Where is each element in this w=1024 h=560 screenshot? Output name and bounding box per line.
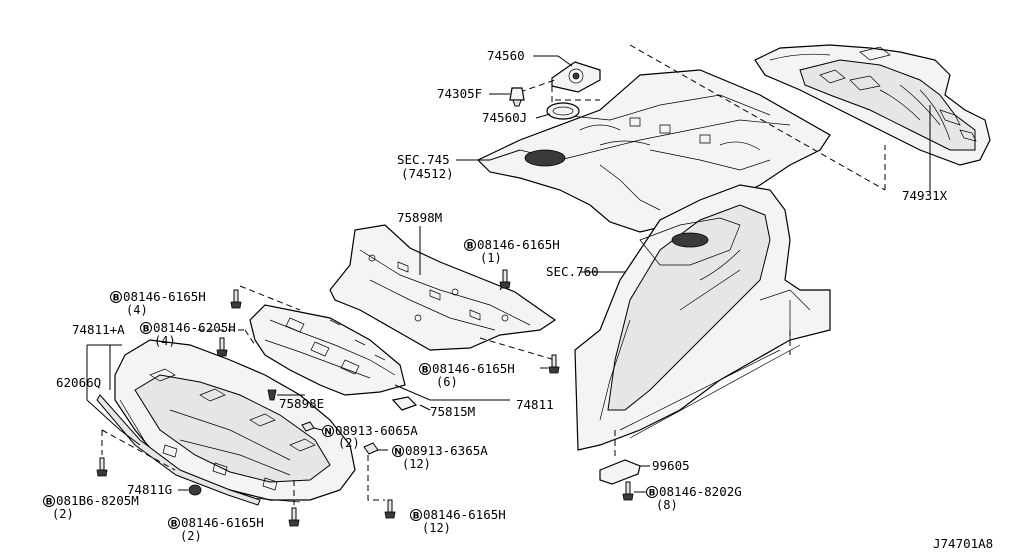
part-74560 xyxy=(551,61,601,93)
marker-b: B xyxy=(143,325,150,335)
part-75815M xyxy=(391,396,418,411)
marker-n: N xyxy=(394,448,402,458)
bolt-08146-8202G xyxy=(622,481,634,501)
qty-08146-6165H-a: (1) xyxy=(480,251,502,265)
label-08146-6165H-b: 08146-6165H xyxy=(123,289,206,304)
qty-08913-6065A: (2) xyxy=(338,436,360,450)
label-sec745: SEC.745 xyxy=(397,152,450,167)
bolt-08146-6165H-a xyxy=(499,269,511,289)
label-08913-6365A: 08913-6365A xyxy=(405,443,488,458)
label-08146-6165H-c: 08146-6165H xyxy=(432,361,515,376)
marker-b: B xyxy=(413,512,420,522)
part-62066Q xyxy=(96,394,261,506)
bolt-081B6-8205M xyxy=(96,457,108,477)
label-75815M: 75815M xyxy=(430,404,475,419)
bolt-marker-icon xyxy=(110,291,122,303)
part-74305F xyxy=(509,87,525,107)
qty-08146-6205H: (4) xyxy=(154,334,176,348)
part-75898E xyxy=(267,389,277,401)
marker-b: B xyxy=(46,498,53,508)
marker-b: B xyxy=(649,489,656,499)
nut-08913-6365A xyxy=(363,442,379,455)
label-08146-6165H-a: 08146-6165H xyxy=(477,237,560,252)
leader-dash xyxy=(367,455,385,501)
qty-081B6-8205M: (2) xyxy=(52,507,74,521)
leader-dash xyxy=(519,79,556,93)
bolt-marker-icon xyxy=(140,322,152,334)
bolt-08146-6165H-d xyxy=(288,507,300,527)
rear-side-body xyxy=(574,184,831,451)
bolt-marker-icon xyxy=(168,517,180,529)
qty-08146-6165H-d: (2) xyxy=(180,529,202,543)
bolt-marker-icon xyxy=(464,239,476,251)
label-08913-6065A: 08913-6065A xyxy=(335,423,418,438)
label-62066Q: 62066Q xyxy=(56,375,101,390)
label-74305F: 74305F xyxy=(437,86,482,101)
bolt-08146-6165H-e xyxy=(384,499,396,519)
qty-08146-6165H-e: (12) xyxy=(422,521,451,535)
bolt-08146-6165H-c xyxy=(548,354,560,374)
leader-dash xyxy=(101,429,176,471)
label-sec760: SEC.760 xyxy=(546,264,599,279)
diagram-code: J74701A8 xyxy=(933,536,993,551)
label-75898E: 75898E xyxy=(279,396,324,411)
bolt-marker-icon xyxy=(43,495,55,507)
leader-74811 xyxy=(394,384,510,401)
bolt-08146-6205H xyxy=(216,337,228,357)
leader-74560J xyxy=(535,113,551,119)
marker-b: B xyxy=(467,242,474,252)
label-74931X: 74931X xyxy=(902,188,948,203)
nut-marker-icon xyxy=(322,425,334,437)
labels: 74560 74305F 74560J SEC.745 (74512) 7493… xyxy=(43,48,993,551)
label-08146-6165H-e: 08146-6165H xyxy=(423,507,506,522)
label-74560: 74560 xyxy=(487,48,525,63)
part-75898M xyxy=(329,224,557,351)
qty-08146-6165H-c: (6) xyxy=(436,375,458,389)
label-74811: 74811 xyxy=(516,397,554,412)
leader-sec745 xyxy=(456,149,521,161)
label-99605: 99605 xyxy=(652,458,690,473)
leader-08913-6065A xyxy=(313,427,323,431)
label-08146-6205H: 08146-6205H xyxy=(153,320,236,335)
label-081B6-8205M: 081B6-8205M xyxy=(56,493,139,508)
leader-dash xyxy=(629,44,886,191)
marker-b: B xyxy=(422,366,429,376)
leader-dash xyxy=(479,337,556,361)
trunk-floor-assembly xyxy=(754,44,991,166)
qty-08146-6165H-b: (4) xyxy=(126,303,148,317)
leader-74560 xyxy=(533,55,573,67)
qty-08913-6365A: (12) xyxy=(402,457,431,471)
bolt-marker-icon xyxy=(646,486,658,498)
leader-62066Q xyxy=(86,399,141,446)
label-08146-8202G: 08146-8202G xyxy=(659,484,742,499)
nut-marker-icon xyxy=(392,445,404,457)
label-75898M: 75898M xyxy=(397,210,442,225)
part-74811-A xyxy=(114,339,356,503)
part-74811 xyxy=(249,304,406,396)
label-sec745-sub: (74512) xyxy=(401,166,454,181)
leader-dash xyxy=(244,329,256,346)
marker-n: N xyxy=(324,428,332,438)
part-99605 xyxy=(599,459,641,485)
label-74811A: 74811+A xyxy=(72,322,125,337)
marker-b: B xyxy=(171,520,178,530)
leader-75815M xyxy=(419,404,431,411)
marker-b: B xyxy=(113,294,120,304)
label-74560J: 74560J xyxy=(482,110,527,125)
qty-08146-8202G: (8) xyxy=(656,498,678,512)
bolt-marker-icon xyxy=(410,509,422,521)
label-08146-6165H-d: 08146-6165H xyxy=(181,515,264,530)
part-74560J xyxy=(546,102,580,120)
bolt-marker-icon xyxy=(419,363,431,375)
leader-dash xyxy=(239,285,301,311)
label-74811G: 74811G xyxy=(127,482,172,497)
bolt-08146-6165H-b xyxy=(230,289,242,309)
part-74811G xyxy=(188,484,202,496)
